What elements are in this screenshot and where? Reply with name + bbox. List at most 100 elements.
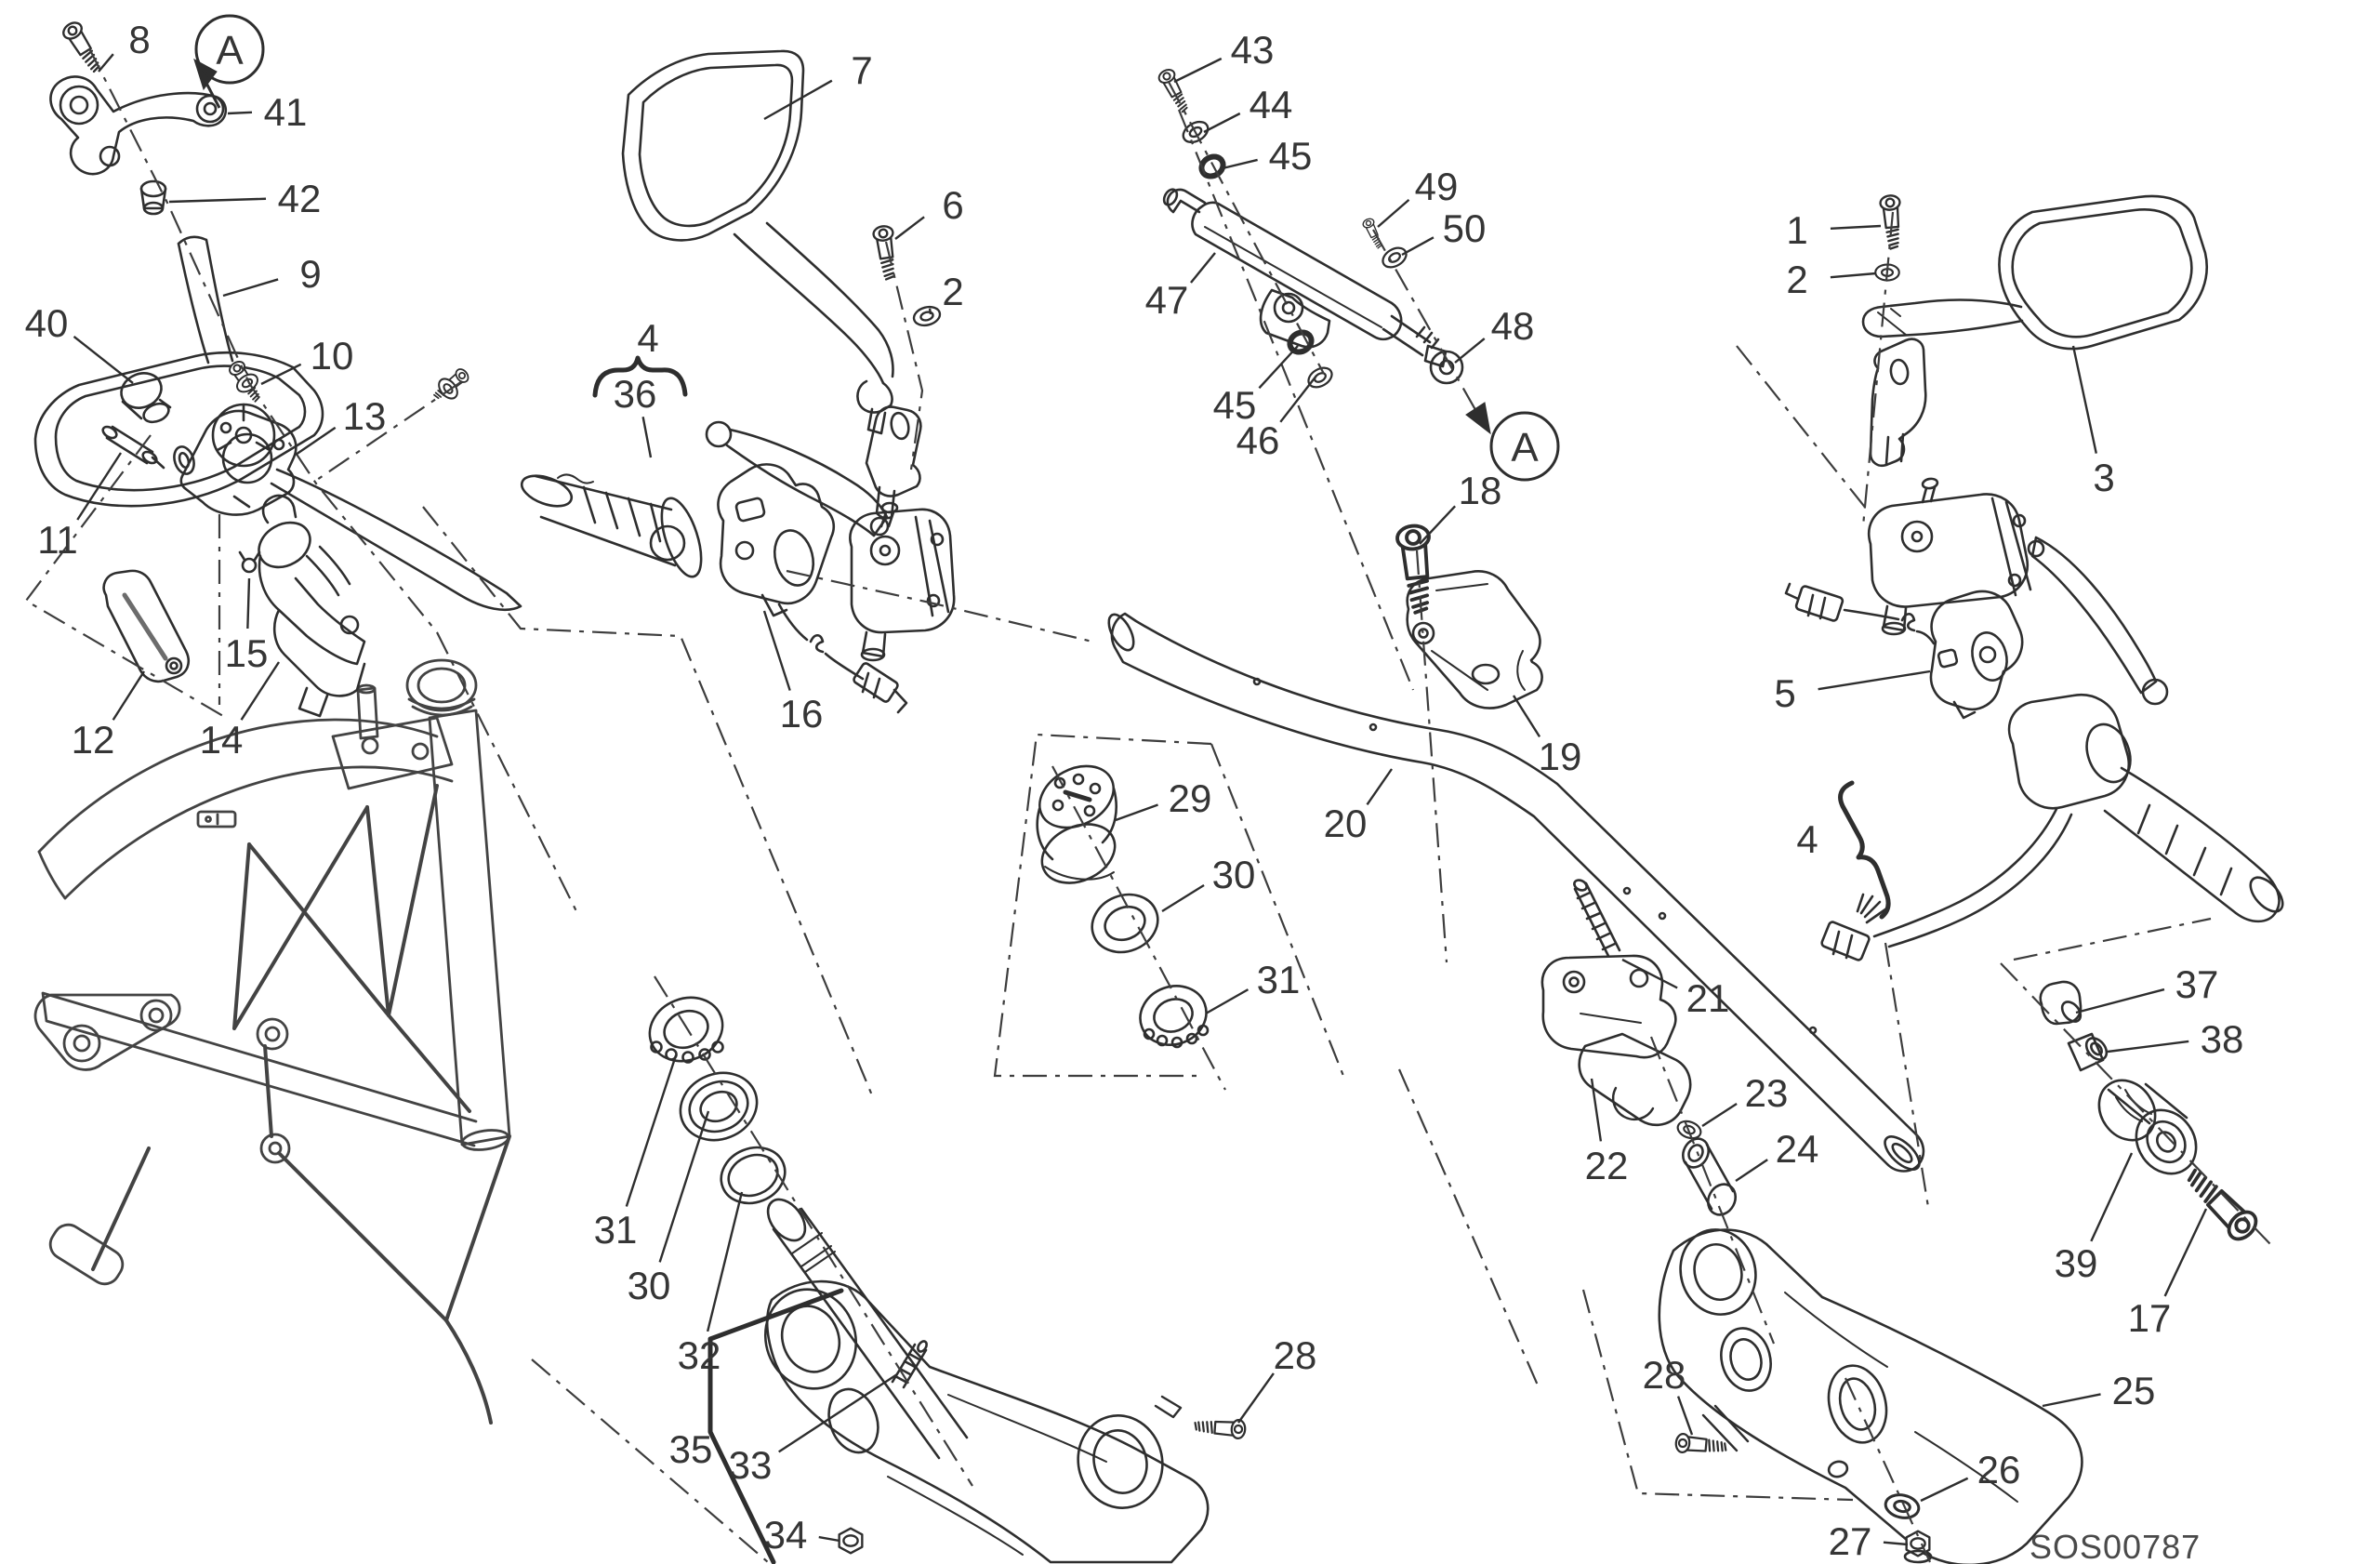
- part-callout-3: 3: [2093, 456, 2114, 499]
- part-callout-12: 12: [72, 718, 115, 762]
- part-callout-6: 6: [942, 183, 963, 227]
- part-callout-45b: 45: [1213, 383, 1257, 427]
- leader-line-50: [1401, 236, 1435, 257]
- steering-damper-47-drawing: [1162, 188, 1464, 385]
- leader-line-8: [98, 53, 114, 73]
- handlebar-20-drawing: [1107, 612, 1925, 1173]
- bolt-28b-drawing: [1673, 1432, 1728, 1458]
- part-callout-31a: 31: [1257, 958, 1301, 1001]
- axis-line-left-controls: [786, 569, 1093, 643]
- mirror-7-drawing: [621, 49, 894, 435]
- part-callout-42: 42: [278, 177, 322, 220]
- bracket-13-drawing: [173, 409, 298, 516]
- part-callout-16: 16: [780, 692, 824, 736]
- grip-36-drawing: [520, 473, 703, 578]
- part-callout-49: 49: [1415, 165, 1459, 208]
- switchgear-16-drawing: [717, 463, 908, 714]
- leader-line-25: [2042, 1393, 2101, 1408]
- leader-line-14: [240, 661, 281, 721]
- leader-line-20: [1366, 768, 1393, 805]
- key-switch-29-drawing: [1036, 764, 1117, 884]
- riser-upper-drawing: [1540, 954, 1677, 1059]
- axis-line-ignition: [1051, 765, 1226, 1091]
- view-marker-label-1: A: [1511, 425, 1539, 471]
- axis-line-riser-bushing: [1649, 1036, 1776, 1345]
- leader-line-21: [1621, 958, 1678, 989]
- washer-2-mid-drawing: [910, 302, 944, 330]
- master-cylinder-left-drawing: [849, 501, 956, 662]
- detail-box-top-clamp: [1581, 1289, 1854, 1502]
- leader-line-7: [763, 79, 833, 121]
- washer-26-drawing: [1882, 1490, 1923, 1523]
- leader-line-9: [222, 278, 279, 298]
- axis-line-damper-mount: [1168, 81, 1325, 375]
- axis-line-mirror7-bolt: [884, 241, 924, 471]
- part-callout-17: 17: [2128, 1296, 2172, 1340]
- group-brace-4-top: [592, 355, 688, 398]
- axis-line-top-clamp-nut: [1844, 1377, 1931, 1563]
- damper-oring-45b-drawing: [1287, 328, 1316, 355]
- part-callout-15: 15: [225, 631, 269, 675]
- axis-line-left-mirror: [88, 47, 577, 912]
- leader-line-31b: [625, 1054, 678, 1207]
- bushing-24-drawing: [1681, 1137, 1738, 1216]
- bushing-39-drawing: [2097, 1079, 2198, 1175]
- part-callout-8: 8: [128, 18, 150, 61]
- part-callout-25: 25: [2112, 1369, 2156, 1412]
- part-callout-50: 50: [1443, 206, 1487, 250]
- throttle-grip-drawing: [1820, 693, 2284, 961]
- leader-line-26: [1920, 1477, 1969, 1503]
- bolt-18-drawing: [1396, 524, 1437, 614]
- boundary-line-12: [24, 434, 224, 717]
- part-callout-40: 40: [25, 301, 69, 345]
- part-callout-13: 13: [343, 394, 387, 438]
- boundary-line-left: [422, 506, 874, 1096]
- part-callout-30a: 30: [1212, 853, 1256, 896]
- part-callout-35: 35: [669, 1427, 713, 1471]
- leader-line-33: [778, 1372, 898, 1453]
- boundary-line-frame-bottom: [531, 1359, 769, 1563]
- part-callout-18: 18: [1459, 469, 1502, 512]
- leader-line-18: [1419, 505, 1457, 545]
- leader-line-3: [2071, 345, 2097, 454]
- spacer-38-drawing: [2067, 1032, 2109, 1072]
- figure-code: SOS00787: [2030, 1528, 2201, 1564]
- bolt-17-drawing: [2178, 1161, 2264, 1247]
- lever-12-drawing: [102, 569, 190, 683]
- leader-line-2a: [928, 308, 932, 315]
- clutch-lever-drawing: [2027, 536, 2169, 706]
- axis-line-right-mirror: [1861, 211, 1895, 527]
- part-callout-43: 43: [1231, 28, 1275, 72]
- leader-line-19: [1512, 695, 1541, 738]
- part-callout-29: 29: [1169, 776, 1212, 820]
- pin-11-drawing: [101, 425, 165, 470]
- axis-line-bar-end: [2000, 962, 2271, 1245]
- leader-line-5: [1818, 669, 1931, 691]
- leader-line-39: [2090, 1152, 2134, 1242]
- leader-line-28a: [1237, 1372, 1275, 1424]
- leader-line-6: [894, 216, 925, 240]
- leader-line-48: [1454, 338, 1486, 364]
- part-callout-27: 27: [1829, 1519, 1872, 1563]
- leader-line-10: [260, 363, 302, 386]
- nut-42-drawing: [139, 179, 167, 216]
- leader-line-37: [2075, 987, 2165, 1014]
- part-callout-19: 19: [1539, 735, 1582, 778]
- leader-line-29: [1115, 803, 1158, 822]
- steering-stem-drawing: [766, 1198, 969, 1460]
- axis-line-damper-rod: [1372, 229, 1487, 429]
- leader-line-1: [1830, 224, 1882, 231]
- part-callout-28a: 28: [1274, 1333, 1317, 1377]
- part-callout-34: 34: [764, 1513, 808, 1557]
- ignition-switch-14-drawing: [258, 494, 366, 718]
- switchgear-5-drawing: [1929, 590, 2024, 720]
- leader-line-27: [1883, 1541, 1909, 1546]
- leader-line-11: [76, 452, 123, 521]
- leader-line-23: [1701, 1103, 1738, 1128]
- group-brace-4-right: [1838, 780, 1891, 920]
- top-clamp-25-drawing: [1658, 1228, 2083, 1564]
- bearing-31a-drawing: [1139, 985, 1210, 1049]
- leader-line-2b: [1830, 272, 1877, 279]
- seal-30b-drawing: [679, 1071, 759, 1142]
